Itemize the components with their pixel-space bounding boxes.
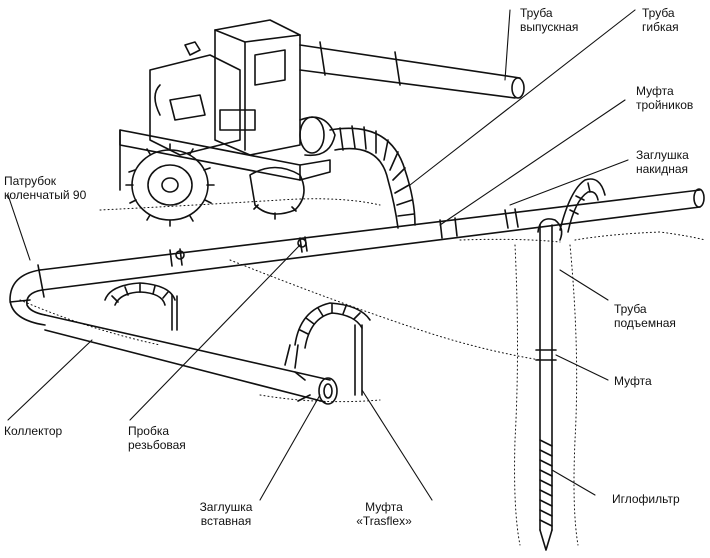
label-coupling: Муфта bbox=[614, 374, 652, 388]
collector-hose-1 bbox=[104, 282, 178, 331]
outlet-pipe bbox=[299, 41, 525, 99]
overhead-cap-hose bbox=[559, 178, 606, 233]
riser-wellpoint bbox=[535, 218, 563, 551]
trench bbox=[514, 244, 579, 546]
leader-lines bbox=[7, 9, 636, 501]
collector-pipe bbox=[44, 314, 338, 405]
pump-unit bbox=[119, 19, 336, 191]
label-wellpoint: Иглофильтр bbox=[612, 492, 680, 506]
elbow-90 bbox=[9, 264, 46, 326]
header-pipe bbox=[39, 188, 705, 291]
left-wheel bbox=[125, 143, 215, 227]
label-collector: Коллектор bbox=[4, 424, 63, 438]
flexible-hose bbox=[329, 125, 416, 229]
collector-hose-2 bbox=[284, 302, 371, 396]
right-wheel bbox=[249, 166, 305, 220]
label-trasflex-coupling: Муфта«Trasflex» bbox=[356, 500, 412, 528]
